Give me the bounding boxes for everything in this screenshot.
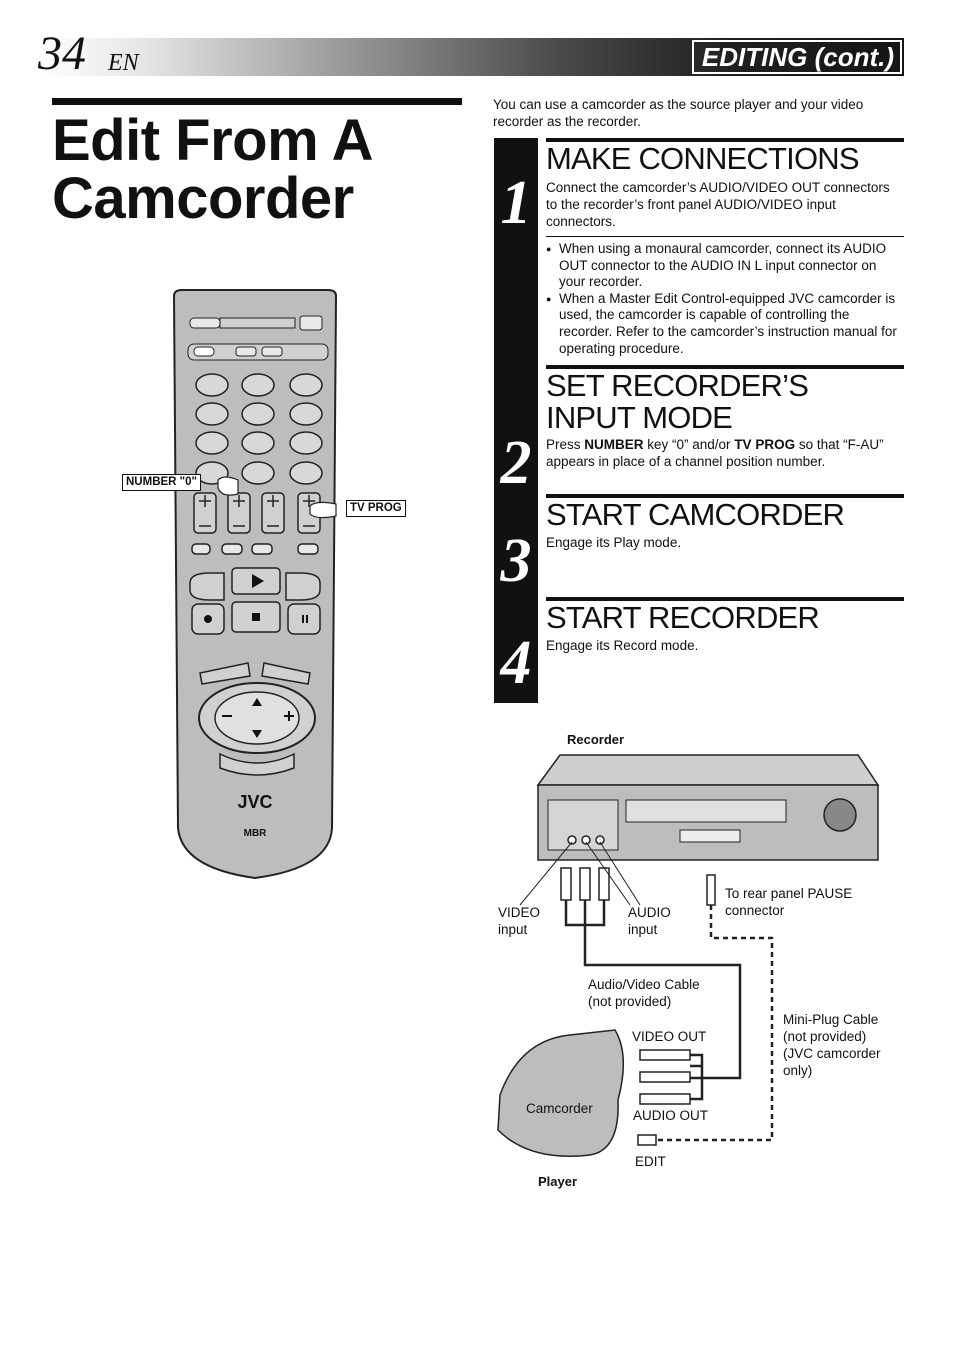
- pointing-hand-icon: [309, 501, 337, 519]
- step-number-3: 3: [500, 527, 532, 595]
- video-input-label: VIDEO input: [498, 905, 541, 937]
- step-2-text-post: so that “F-AU” appears in place of a cha…: [546, 437, 884, 469]
- step-2-text: Press NUMBER key “0” and/or TV PROG so t…: [546, 436, 904, 470]
- step-1-text: Connect the camcorder’s AUDIO/VIDEO OUT …: [546, 180, 890, 229]
- callout-number-0: NUMBER "0": [122, 474, 201, 491]
- remote-control: JVC MBR: [160, 288, 350, 888]
- note-item: When a Master Edit Control-equipped JVC …: [546, 291, 904, 357]
- step-3-text: Engage its Play mode.: [546, 535, 682, 550]
- camcorder-shape: [497, 1029, 625, 1158]
- step-4-title: START RECORDER: [546, 600, 820, 635]
- step-1-rule: [546, 138, 904, 142]
- miniplug-cable-label: Mini-Plug Cable (not provided) (JVC camc…: [783, 1012, 881, 1078]
- connection-diagram-drawing: [497, 754, 880, 1158]
- recorder-label: Recorder: [567, 732, 625, 747]
- mbr-logo: MBR: [244, 828, 268, 839]
- note-item: When using a monaural camcorder, connect…: [546, 241, 904, 291]
- step-3-rule: [546, 494, 904, 498]
- step-2-title: SET RECORDER’S INPUT MODE: [546, 368, 809, 435]
- page-language: EN: [108, 50, 139, 76]
- camcorder-label: Camcorder: [526, 1101, 593, 1116]
- step-number-column: [494, 138, 538, 703]
- remote-control-drawing: JVC MBR: [172, 289, 338, 880]
- step-1-notes: When using a monaural camcorder, connect…: [546, 241, 904, 357]
- step-4-text: Engage its Record mode.: [546, 638, 699, 653]
- video-out-label: VIDEO OUT: [632, 1029, 707, 1044]
- audio-out-label: AUDIO OUT: [633, 1108, 709, 1123]
- player-label: Player: [538, 1174, 578, 1189]
- step-2-rule: [546, 365, 904, 369]
- av-cable-label: Audio/Video Cable (not provided): [588, 977, 700, 1009]
- number-key-label: NUMBER: [584, 437, 644, 452]
- step-number-4: 4: [500, 629, 532, 697]
- title-rule: [52, 98, 462, 105]
- step-1-divider: [546, 236, 904, 237]
- tv-prog-key-label: TV PROG: [734, 437, 796, 452]
- step-number-2: 2: [500, 429, 532, 497]
- edit-label: EDIT: [635, 1154, 666, 1169]
- step-number-1: 1: [500, 169, 532, 237]
- step-3-title: START CAMCORDER: [546, 497, 845, 532]
- section-title-frame: [692, 40, 902, 74]
- jvc-logo: JVC: [237, 792, 272, 812]
- header-bar: [38, 38, 904, 76]
- page-number: 34: [38, 27, 86, 80]
- connection-diagram: Recorder VIDEO input AUDIO input To rear…: [490, 730, 910, 1200]
- pointing-hand-icon: [217, 476, 239, 496]
- step-2-text-pre: Press: [546, 437, 585, 452]
- callout-tv-prog: TV PROG: [346, 500, 406, 517]
- step-2-text-mid: key “0” and/or: [643, 437, 735, 452]
- intro-text: You can use a camcorder as the source pl…: [493, 97, 864, 129]
- section-title: EDITING (cont.): [701, 42, 894, 72]
- step-1-title: MAKE CONNECTIONS: [546, 141, 860, 176]
- step-4-rule: [546, 597, 904, 601]
- rear-pause-label: To rear panel PAUSE connector: [725, 886, 853, 918]
- audio-input-label: AUDIO input: [628, 905, 671, 937]
- page-title: Edit From A Camcorder: [52, 108, 371, 231]
